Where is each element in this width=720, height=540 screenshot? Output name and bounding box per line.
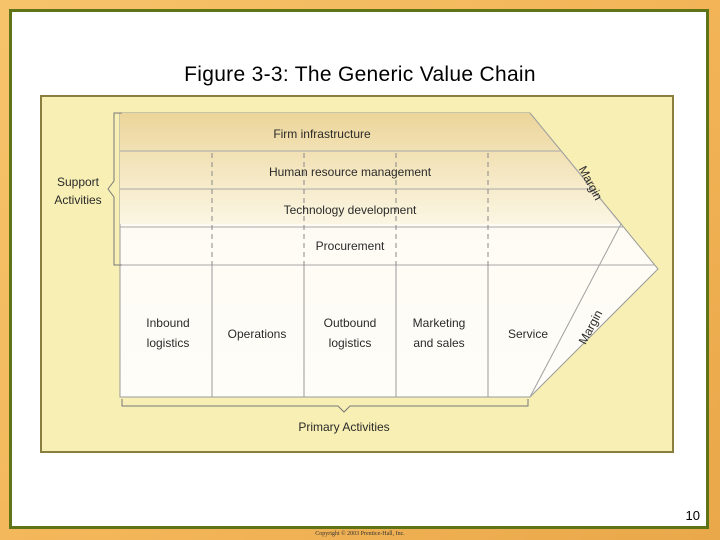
page-number: 10 bbox=[685, 508, 700, 523]
primary-activities-label: Primary Activities bbox=[298, 420, 389, 434]
primary-activity-label: and sales bbox=[413, 336, 464, 350]
support-activities-label: Support bbox=[57, 175, 100, 189]
primary-activity-label: logistics bbox=[329, 336, 372, 350]
slide-title: Figure 3-3: The Generic Value Chain bbox=[184, 63, 536, 86]
primary-activity-label: Outbound bbox=[324, 316, 377, 330]
primary-activity-label: Service bbox=[508, 327, 548, 341]
value-chain-diagram: Firm infrastructure Human resource manag… bbox=[54, 112, 659, 434]
primary-activity-label: Inbound bbox=[146, 316, 189, 330]
primary-activity-label: Operations bbox=[228, 327, 287, 341]
support-bracket bbox=[107, 112, 122, 266]
primary-activity-label: Marketing bbox=[413, 316, 466, 330]
copyright-notice: Copyright © 2003 Prentice-Hall, Inc. bbox=[315, 531, 405, 537]
support-activity-label: Firm infrastructure bbox=[273, 127, 371, 141]
margin-divider-lower bbox=[529, 223, 622, 398]
support-activity-label: Procurement bbox=[316, 239, 385, 253]
primary-bracket bbox=[121, 399, 529, 413]
margin-divider bbox=[529, 112, 622, 225]
support-activity-label: Technology development bbox=[284, 203, 417, 217]
support-activities-label: Activities bbox=[54, 193, 101, 207]
primary-activity-label: logistics bbox=[147, 336, 190, 350]
support-activities-band bbox=[120, 113, 621, 224]
figure-panel: Firm infrastructure Human resource manag… bbox=[40, 95, 674, 453]
support-activity-label: Human resource management bbox=[269, 165, 432, 179]
